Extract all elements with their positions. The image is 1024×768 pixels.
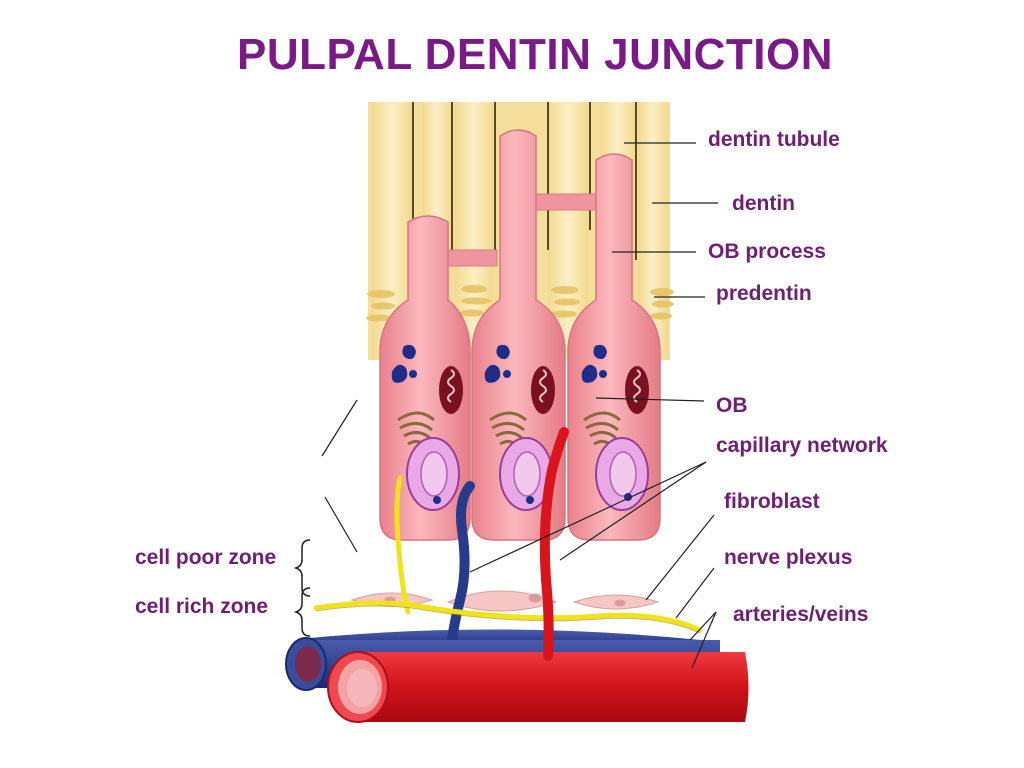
label-predentin: predentin (716, 282, 812, 305)
label-fibroblast: fibroblast (724, 490, 820, 513)
vein-network (310, 481, 700, 650)
label-nerve-plexus: nerve plexus (724, 546, 853, 569)
label-ob-process: OB process (708, 240, 826, 263)
label-dentin: dentin (732, 192, 795, 215)
organelles-cell-1 (391, 344, 463, 511)
ob-process-connectors (441, 193, 603, 267)
page-title: PULPAL DENTIN JUNCTION (236, 30, 834, 79)
label-dentin-tubule: dentin tubule (708, 128, 840, 151)
fibroblasts (350, 590, 660, 612)
artery-vessel (327, 427, 749, 723)
left-leader-lines (321, 399, 358, 553)
label-ob: OB (716, 394, 748, 417)
predentin-streaks (366, 285, 674, 322)
label-cell-poor-zone: cell poor zone (135, 546, 277, 569)
label-arteries-veins: arteries/veins (733, 603, 869, 626)
nerve-plexus (313, 475, 703, 633)
label-cell-rich-zone: cell rich zone (135, 595, 269, 618)
organelles-cell-3 (581, 344, 649, 511)
odontoblast-cell-2 (471, 129, 566, 541)
right-leader-lines (469, 142, 718, 669)
zone-brackets (293, 539, 311, 637)
label-capillary-network: capillary network (716, 434, 888, 457)
organelles-cell-2 (484, 344, 555, 511)
